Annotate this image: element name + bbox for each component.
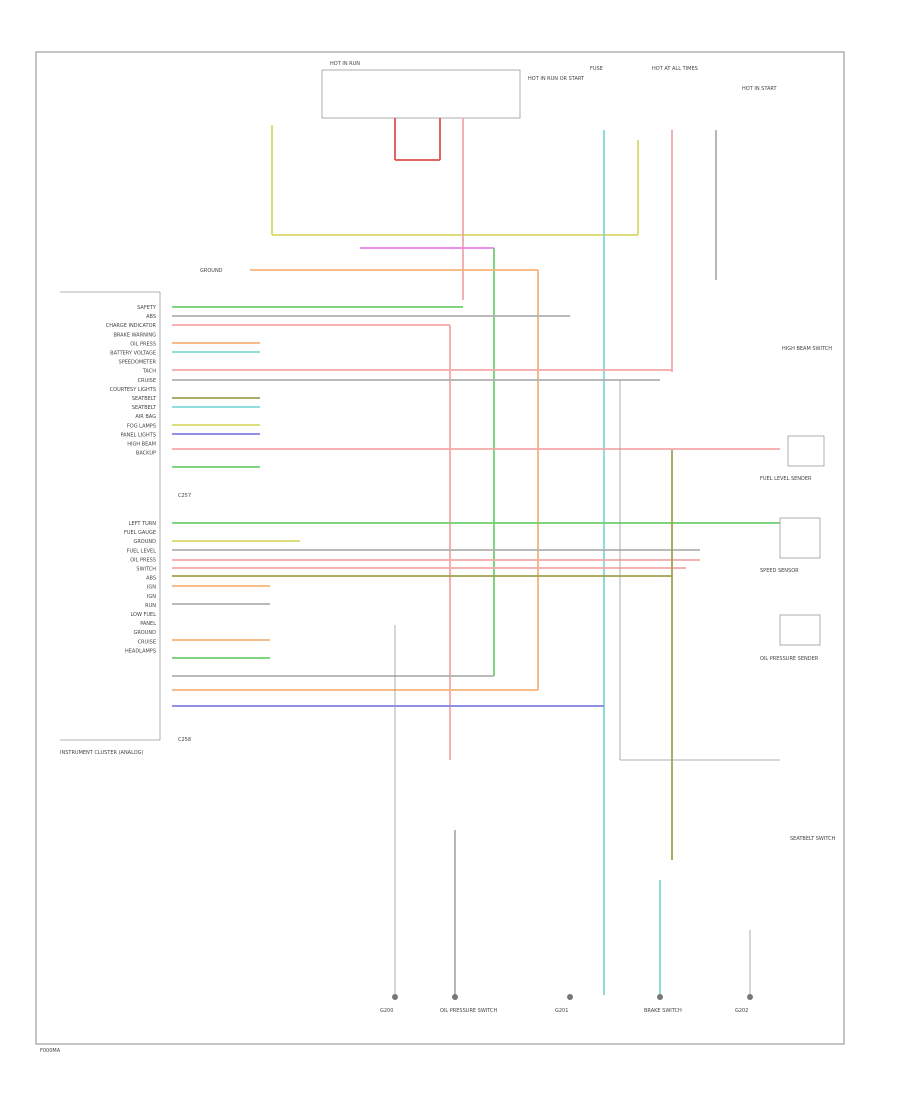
connector-c2-label: C258 xyxy=(178,737,191,743)
pin-label-top-10: SEATBELT xyxy=(132,396,157,402)
pin-label-bottom-13: CRUISE xyxy=(138,639,156,645)
pin-label-top-7: TACH xyxy=(142,369,156,375)
bottom-label-0: G200 xyxy=(380,1008,393,1014)
pin-label-top-5: BATTERY VOLTAGE xyxy=(110,351,156,357)
bottom-label-3: BRAKE SWITCH xyxy=(644,1008,682,1014)
pin-label-bottom-1: FUEL GAUGE xyxy=(124,530,156,536)
pin-label-bottom-11: PANEL xyxy=(140,621,156,627)
instrument-cluster-bracket xyxy=(60,291,161,741)
right-label-0: FUEL LEVEL SENDER xyxy=(760,476,812,482)
footer-code: F000MA xyxy=(40,1048,61,1054)
instrument-cluster-label: INSTRUMENT CLUSTER (ANALOG) xyxy=(60,750,144,756)
pin-label-top-2: CHARGE INDICATOR xyxy=(106,323,157,329)
pin-label-bottom-9: RUN xyxy=(145,603,156,609)
bottom-label-1: OIL PRESSURE SWITCH xyxy=(440,1008,498,1014)
pin-label-bottom-8: IGN xyxy=(147,594,156,600)
pin-label-top-12: AIR BAG xyxy=(135,414,156,420)
pin-label-top-3: BRAKE WARNING xyxy=(113,332,156,338)
ground-g202 xyxy=(747,994,753,1000)
pin-label-bottom-2: GROUND xyxy=(133,539,156,545)
pin-label-top-0: SAFETY xyxy=(137,305,157,311)
pin-label-bottom-7: IGN xyxy=(147,585,156,591)
pin-label-top-13: FOG LAMPS xyxy=(127,423,156,429)
top-label-1: HOT IN RUN OR START xyxy=(528,76,585,82)
diagram-frame xyxy=(35,51,845,1045)
top-label-4: HOT IN START xyxy=(742,86,778,92)
right-label-3: OIL PRESSURE SENDER xyxy=(760,656,819,662)
top-label-2: FUSE xyxy=(590,66,603,72)
ground-switch xyxy=(452,994,458,1000)
pin-label-top-9: COURTESY LIGHTS xyxy=(110,387,156,393)
right-label-1: SPEED SENSOR xyxy=(760,568,799,574)
speed-sensor-box xyxy=(779,517,821,559)
left-pins-bottom: LEFT TURN FUEL GAUGE GROUND FUEL LEVEL OIL P… xyxy=(124,521,156,654)
pin-label-top-11: SEATBELT xyxy=(132,405,157,411)
ground-brake xyxy=(657,994,663,1000)
pin-label-top-8: CRUISE xyxy=(138,378,156,384)
oil-sender-box xyxy=(779,614,821,646)
ground-g201 xyxy=(567,994,573,1000)
pin-label-bottom-4: OIL PRESS xyxy=(130,557,156,563)
fuse-box xyxy=(321,69,521,119)
right-label-4: SEATBELT SWITCH xyxy=(790,836,836,842)
pin-label-bottom-10: LOW FUEL xyxy=(130,612,156,618)
pin-label-bottom-5: SWITCH xyxy=(136,567,156,573)
pin-label-bottom-6: ABS xyxy=(146,576,156,582)
left-pins-top: SAFETY ABS CHARGE INDICATOR BRAKE WARNING OI… xyxy=(106,305,157,457)
fuel-sender-box xyxy=(787,435,825,467)
connector-c1-label: C257 xyxy=(178,493,191,499)
right-label-2: HIGH BEAM SWITCH xyxy=(782,346,832,352)
pin-label-top-4: OIL PRESS xyxy=(130,341,156,347)
pin-label-top-14: PANEL LIGHTS xyxy=(120,432,156,438)
pin-label-top-15: HIGH BEAM xyxy=(127,442,156,448)
bottom-label-2: G201 xyxy=(555,1008,568,1014)
pin-label-top-6: SPEEDOMETER xyxy=(119,360,157,366)
pin-label-bottom-3: FUEL LEVEL xyxy=(127,548,157,554)
ground-label: GROUND xyxy=(200,268,223,274)
top-label-0: HOT IN RUN xyxy=(330,61,360,67)
bottom-label-4: G202 xyxy=(735,1008,748,1014)
pin-label-top-16: BACKUP xyxy=(136,451,156,457)
pin-label-bottom-0: LEFT TURN xyxy=(129,521,157,527)
ground-g200 xyxy=(392,994,398,1000)
pin-label-top-1: ABS xyxy=(146,314,156,320)
pin-label-bottom-12: GROUND xyxy=(133,630,156,636)
top-label-3: HOT AT ALL TIMES xyxy=(652,66,698,72)
pin-label-bottom-14: HEADLAMPS xyxy=(125,648,156,654)
